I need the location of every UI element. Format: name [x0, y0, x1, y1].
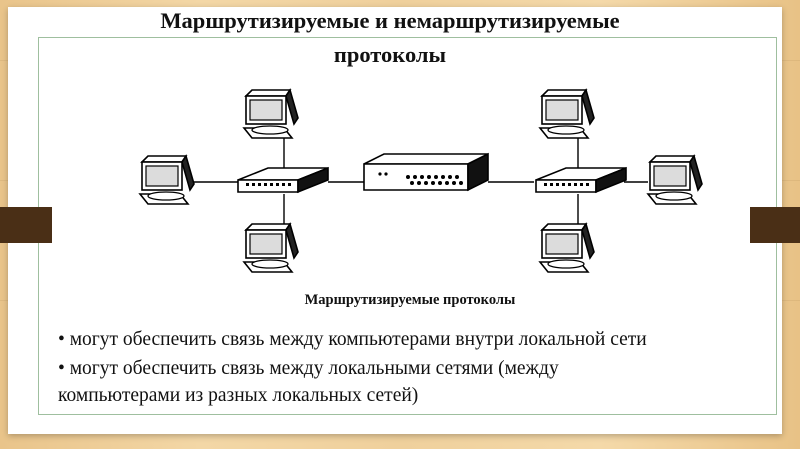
slide-title-line2: протоколы: [333, 42, 447, 67]
bullet-1: • могут обеспечить связь между компьютер…: [58, 329, 647, 350]
computer-bottom-right: [539, 223, 595, 273]
computer-bottom-left: [243, 223, 299, 273]
network-diagram: [139, 89, 703, 273]
right-tab-decoration: [750, 207, 800, 243]
left-tab-decoration: [0, 207, 52, 243]
computer-left: [139, 155, 195, 205]
hub-left: [237, 167, 329, 193]
bullet-2: • могут обеспечить связь между локальным…: [58, 358, 559, 379]
computer-top-right: [539, 89, 595, 139]
computer-top-left: [243, 89, 299, 139]
subheading: Маршрутизируемые протоколы: [304, 292, 516, 308]
hub-right: [535, 167, 627, 193]
bullet-2-continuation: компьютерами из разных локальных сетей): [58, 385, 419, 406]
computer-right: [647, 155, 703, 205]
slide-title-line1: Маршрутизируемые и немаршрутизируемые: [160, 8, 620, 33]
router-center: [363, 152, 489, 192]
slide-card: [8, 7, 782, 434]
